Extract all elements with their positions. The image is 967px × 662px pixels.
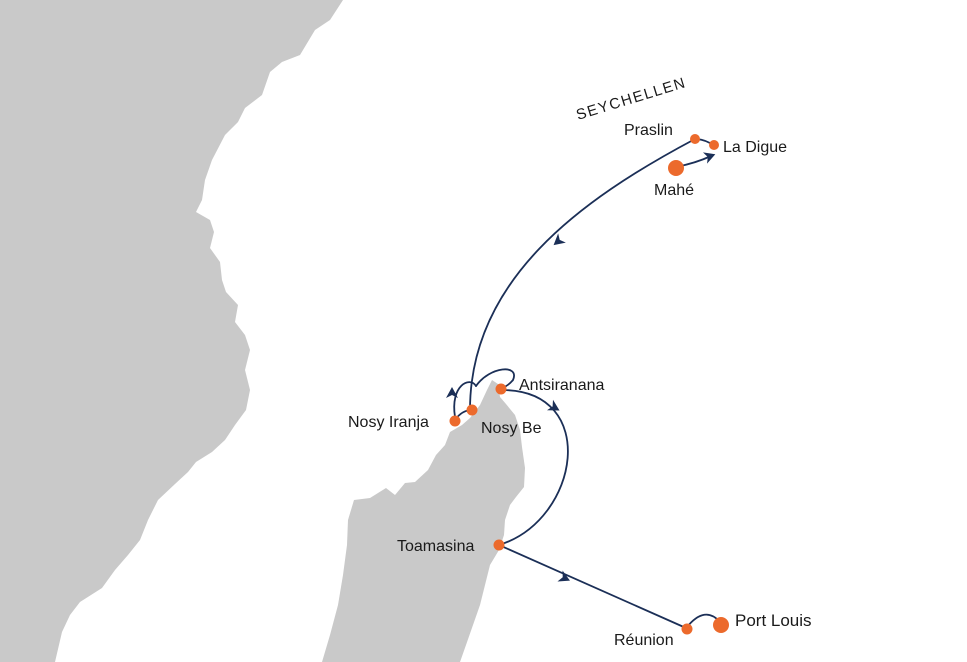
arrow-icon	[557, 570, 570, 582]
port-marker-praslin[interactable]	[690, 134, 700, 144]
port-marker-nosy-be[interactable]	[466, 404, 478, 416]
port-marker-toamasina[interactable]	[493, 539, 505, 551]
port-marker-mahe[interactable]	[668, 160, 684, 176]
region-label-seychellen: SEYCHELLEN	[574, 74, 688, 124]
port-marker-port-louis[interactable]	[713, 617, 729, 633]
port-label-nosy-iranja: Nosy Iranja	[348, 414, 429, 431]
port-label-praslin: Praslin	[624, 122, 673, 139]
port-marker-la-digue[interactable]	[709, 140, 719, 150]
arrow-icon	[547, 399, 560, 411]
port-marker-reunion[interactable]	[681, 623, 693, 635]
arrow-icon	[702, 152, 716, 164]
route-leg-antsiranana-toamasina	[498, 389, 569, 546]
port-label-la-digue: La Digue	[723, 139, 787, 156]
route-leg-praslin-nosy-be	[469, 138, 696, 411]
route-leg-toamasina-reunion	[498, 544, 687, 629]
arrow-icon	[446, 387, 458, 398]
arrow-icon	[553, 233, 566, 246]
route-arrows	[446, 152, 716, 582]
port-markers	[449, 134, 729, 635]
port-label-port-louis: Port Louis	[735, 611, 812, 630]
route-leg-nosy-iranja-antsiranana	[453, 381, 477, 418]
port-marker-nosy-iranja[interactable]	[449, 415, 461, 427]
land-madagascar	[322, 380, 525, 662]
port-label-reunion: Réunion	[614, 632, 674, 649]
port-label-antsiranana: Antsiranana	[519, 377, 604, 394]
port-label-mahe: Mahé	[654, 182, 694, 199]
land-africa	[0, 0, 343, 662]
port-label-toamasina: Toamasina	[397, 538, 474, 555]
port-marker-antsiranana[interactable]	[495, 383, 507, 395]
port-label-nosy-be: Nosy Be	[481, 420, 542, 437]
